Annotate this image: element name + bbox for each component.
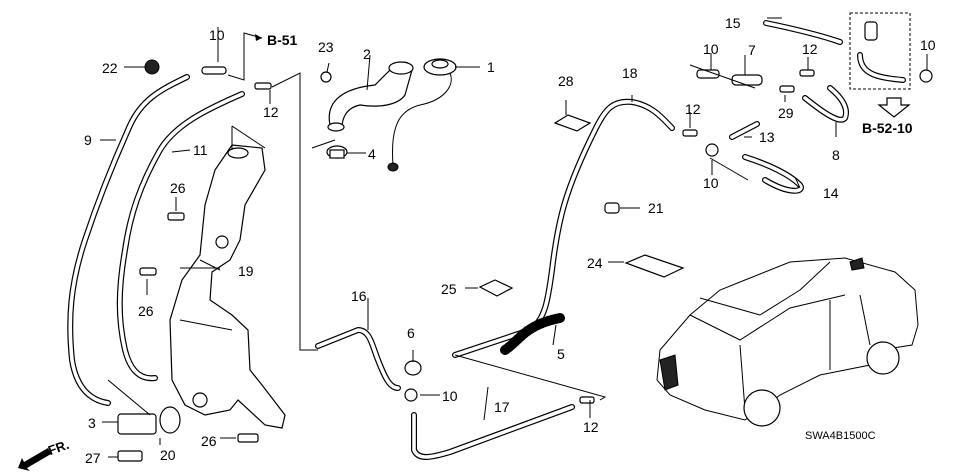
- callout-26a[interactable]: 26: [170, 180, 186, 196]
- washer-pump-3[interactable]: [117, 413, 157, 435]
- reference-arrow-icon: [227, 32, 263, 81]
- hose-18[interactable]: [452, 98, 675, 358]
- callout-12c[interactable]: 12: [685, 101, 701, 117]
- callout-21[interactable]: 21: [648, 200, 664, 216]
- reference-b51[interactable]: B-51: [267, 32, 298, 48]
- callout-22[interactable]: 22: [102, 60, 118, 76]
- pad-24[interactable]: [624, 254, 685, 278]
- callout-28[interactable]: 28: [558, 73, 574, 89]
- grommet-6[interactable]: [404, 360, 422, 376]
- leader-lines: [100, 17, 928, 458]
- hose-15[interactable]: [763, 20, 843, 45]
- pad-25[interactable]: [478, 279, 514, 297]
- joint-7[interactable]: [731, 74, 763, 86]
- callout-12a[interactable]: 12: [263, 104, 279, 120]
- callout-2[interactable]: 2: [363, 46, 371, 62]
- callout-8[interactable]: 8: [832, 147, 840, 163]
- hose-14[interactable]: [742, 154, 804, 194]
- filler-neck-2[interactable]: [327, 61, 414, 132]
- joint-10-top[interactable]: [201, 66, 227, 75]
- callout-24[interactable]: 24: [587, 255, 603, 271]
- callout-26c[interactable]: 26: [201, 433, 217, 449]
- callout-17[interactable]: 17: [494, 399, 510, 415]
- clip-22[interactable]: [144, 59, 160, 75]
- check-valve-12-middle[interactable]: [682, 129, 698, 137]
- callout-25[interactable]: 25: [441, 281, 457, 297]
- bolt-23[interactable]: [320, 71, 332, 83]
- callout-27[interactable]: 27: [85, 450, 101, 466]
- callout-15[interactable]: 15: [725, 15, 741, 31]
- callout-29[interactable]: 29: [778, 105, 794, 121]
- grommet-4[interactable]: [326, 145, 348, 159]
- callout-16[interactable]: 16: [351, 288, 367, 304]
- callout-3[interactable]: 3: [88, 415, 96, 431]
- hose-16[interactable]: [315, 327, 401, 391]
- diagram-code: SWA4B1500C: [805, 430, 876, 442]
- pad-28[interactable]: [553, 114, 592, 132]
- filler-cap-1[interactable]: [387, 58, 457, 172]
- joint-10-upper[interactable]: [696, 69, 720, 79]
- hose-17[interactable]: [411, 404, 575, 460]
- callout-19[interactable]: 19: [238, 263, 254, 279]
- vehicle-illustration: [656, 257, 919, 427]
- front-arrow-icon: [18, 448, 51, 471]
- callout-10e[interactable]: 10: [920, 37, 936, 53]
- reference-b52-10[interactable]: B-52-10: [862, 120, 913, 136]
- callout-26b[interactable]: 26: [138, 303, 154, 319]
- hose-11[interactable]: [116, 91, 245, 382]
- callout-5a[interactable]: 5: [557, 346, 565, 362]
- joint-10-far-right[interactable]: [919, 69, 933, 83]
- check-valve-12-bottom[interactable]: [579, 396, 595, 404]
- callout-1[interactable]: 1: [487, 59, 495, 75]
- bolt-26-c[interactable]: [237, 433, 259, 443]
- callout-10b[interactable]: 10: [442, 388, 458, 404]
- callout-23[interactable]: 23: [318, 39, 334, 55]
- clip-21[interactable]: [604, 202, 620, 214]
- bolt-26-a[interactable]: [167, 212, 185, 221]
- callout-9[interactable]: 9: [84, 132, 92, 148]
- callout-11[interactable]: 11: [193, 142, 208, 158]
- washer-tank-19[interactable]: [169, 144, 286, 429]
- hose-9[interactable]: [67, 74, 190, 406]
- callout-13[interactable]: 13: [759, 129, 775, 145]
- pump-seal-20[interactable]: [159, 406, 181, 434]
- callout-14[interactable]: 14: [823, 185, 839, 201]
- callout-12d[interactable]: 12: [802, 41, 818, 57]
- bolt-26-b[interactable]: [139, 267, 157, 276]
- check-valve-12-upper[interactable]: [799, 69, 815, 77]
- check-valve-29[interactable]: [779, 85, 795, 93]
- callout-10a[interactable]: 10: [209, 27, 225, 43]
- callout-12b[interactable]: 12: [583, 419, 599, 435]
- callout-6[interactable]: 6: [407, 325, 415, 341]
- joint-10-right[interactable]: [705, 143, 719, 157]
- check-valve-12-top[interactable]: [254, 82, 272, 90]
- callout-10c[interactable]: 10: [703, 175, 719, 191]
- callout-10d[interactable]: 10: [703, 41, 719, 57]
- callout-7[interactable]: 7: [748, 42, 756, 58]
- corrugated-tube-5[interactable]: [500, 313, 565, 355]
- connector-27[interactable]: [117, 450, 143, 462]
- callout-18[interactable]: 18: [622, 65, 638, 81]
- nozzle-hose-8[interactable]: [802, 85, 849, 123]
- callout-20[interactable]: 20: [160, 447, 176, 463]
- callout-4[interactable]: 4: [368, 146, 376, 162]
- down-arrow-icon: [877, 97, 911, 118]
- hose-13[interactable]: [729, 121, 760, 140]
- joint-10-middle[interactable]: [404, 388, 418, 402]
- nozzle-inset-box: [849, 12, 911, 90]
